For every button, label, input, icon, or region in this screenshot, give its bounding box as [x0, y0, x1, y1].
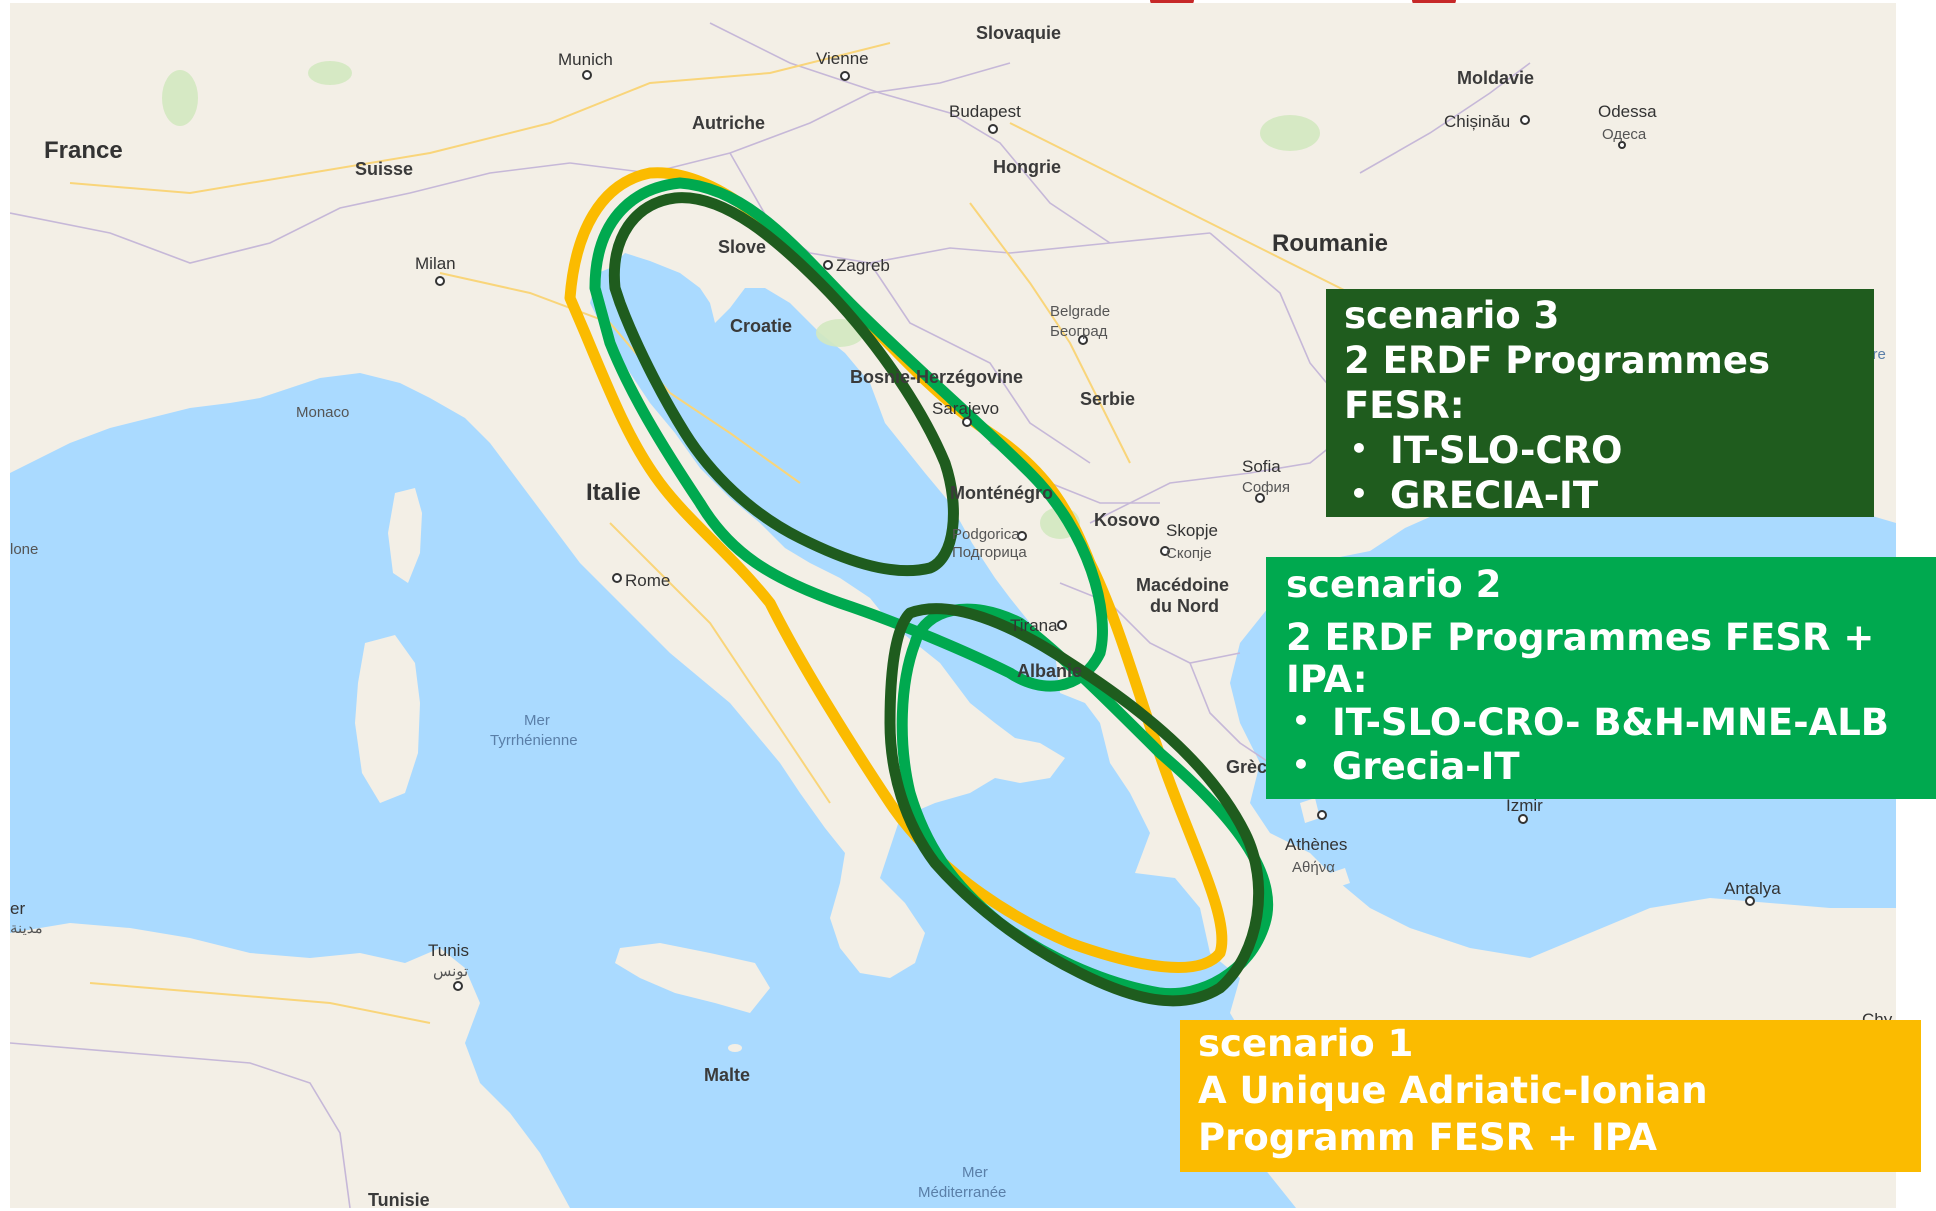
- label-zagreb: Zagreb: [836, 256, 890, 275]
- label-malte: Malte: [704, 1065, 750, 1085]
- label-mer-tyr1: Mer: [524, 712, 550, 729]
- label-tunisie: Tunisie: [368, 1190, 430, 1208]
- land-sardinia: [355, 635, 420, 803]
- scenario2-item: IT-SLO-CRO- B&H-MNE-ALB: [1286, 699, 1916, 745]
- label-rome: Rome: [625, 571, 670, 590]
- label-suisse: Suisse: [355, 159, 413, 179]
- scenario1-subtitle: A Unique Adriatic-Ionian Programm FESR +…: [1198, 1069, 1708, 1159]
- label-skopje: Skopje: [1166, 521, 1218, 540]
- scenario3-outline-north: [608, 192, 959, 577]
- scenario1-panel: scenario 1 A Unique Adriatic-Ionian Prog…: [1180, 1020, 1921, 1172]
- scenario2-title: scenario 2: [1286, 563, 1502, 606]
- label-athina: Αθήνα: [1292, 859, 1335, 876]
- land-corsica: [388, 488, 422, 583]
- label-bosnie: Bosnie-Herzégovine: [850, 367, 1023, 387]
- label-budapest: Budapest: [949, 102, 1021, 121]
- label-sofia: Sofia: [1242, 457, 1281, 476]
- label-mer-med2: Méditerranée: [918, 1184, 1006, 1201]
- label-sofia-cyr: София: [1242, 479, 1290, 496]
- label-serbie: Serbie: [1080, 389, 1135, 409]
- label-kosovo: Kosovo: [1094, 510, 1160, 530]
- scenario3-item: GRECIA-IT: [1344, 471, 1856, 518]
- scenario2-item: Grecia-IT: [1286, 743, 1916, 789]
- scenario2-list: IT-SLO-CRO- B&H-MNE-ALB Grecia-IT: [1286, 699, 1916, 789]
- land-sicily: [615, 943, 770, 1013]
- label-monaco: Monaco: [296, 404, 349, 421]
- label-skopje-cyr: Скопје: [1166, 545, 1212, 562]
- label-slove: Slove: [718, 237, 766, 257]
- label-hongrie: Hongrie: [993, 157, 1061, 177]
- label-mer-tyr2: Tyrrhénienne: [490, 732, 578, 749]
- label-moldavie: Moldavie: [1457, 68, 1534, 88]
- label-izmir: İzmir: [1506, 796, 1543, 815]
- label-belgrade: Belgrade: [1050, 303, 1110, 320]
- land-north-africa: [10, 923, 570, 1208]
- label-odessa: Odessa: [1598, 102, 1657, 121]
- label-montenegro: Monténégro: [950, 483, 1053, 503]
- label-grece: Grèce: [1226, 757, 1277, 777]
- label-france: France: [44, 137, 123, 164]
- label-tunis: Tunis: [428, 941, 469, 960]
- scenario3-item: IT-SLO-CRO: [1344, 426, 1856, 473]
- label-tirana: Tirana: [1010, 616, 1058, 635]
- land-malta: [728, 1044, 742, 1052]
- label-milan: Milan: [415, 254, 456, 273]
- label-vienne: Vienne: [816, 49, 869, 68]
- scenario3-title: scenario 3: [1344, 294, 1560, 337]
- label-tunis-ar: تونس: [433, 963, 468, 980]
- label-sarajevo: Sarajevo: [932, 399, 999, 418]
- label-podgorica-cyr: Подгорица: [952, 544, 1027, 561]
- label-beograd: Београд: [1050, 323, 1108, 340]
- label-croatie: Croatie: [730, 316, 792, 336]
- label-albanie: Albanie: [1017, 661, 1082, 681]
- label-madina: مدينة: [10, 920, 43, 937]
- label-odessa-cyr: Одеса: [1602, 126, 1647, 143]
- scenario2-outline-north: [589, 177, 1108, 692]
- scenario3-outline-south: [884, 603, 1265, 1007]
- scenario3-list: IT-SLO-CRO GRECIA-IT: [1344, 426, 1856, 518]
- label-slovaquie: Slovaquie: [976, 23, 1061, 43]
- city-dots: [435, 70, 1755, 991]
- label-roumanie: Roumanie: [1272, 230, 1388, 257]
- label-mer-med1: Mer: [962, 1164, 988, 1181]
- label-macedoine2: du Nord: [1150, 596, 1219, 616]
- label-er: er: [10, 899, 25, 918]
- label-athenes: Athènes: [1285, 835, 1347, 854]
- scenario2-subtitle: 2 ERDF Programmes FESR + IPA:: [1286, 616, 1875, 701]
- scenario1-title: scenario 1: [1198, 1022, 1414, 1065]
- label-lone: lone: [10, 541, 38, 558]
- label-chisinau: Chișinău: [1444, 112, 1510, 131]
- scenario3-subtitle: 2 ERDF Programmes FESR:: [1344, 339, 1770, 427]
- label-munich: Munich: [558, 50, 613, 69]
- scenario3-panel: scenario 3 2 ERDF Programmes FESR: IT-SL…: [1326, 289, 1874, 517]
- label-autriche: Autriche: [692, 113, 765, 133]
- scenario2-panel: scenario 2 2 ERDF Programmes FESR + IPA:…: [1266, 557, 1936, 799]
- label-macedoine1: Macédoine: [1136, 575, 1229, 595]
- label-podgorica: Podgorica: [952, 526, 1020, 543]
- label-antalya: Antalya: [1724, 879, 1781, 898]
- label-italie: Italie: [586, 479, 641, 506]
